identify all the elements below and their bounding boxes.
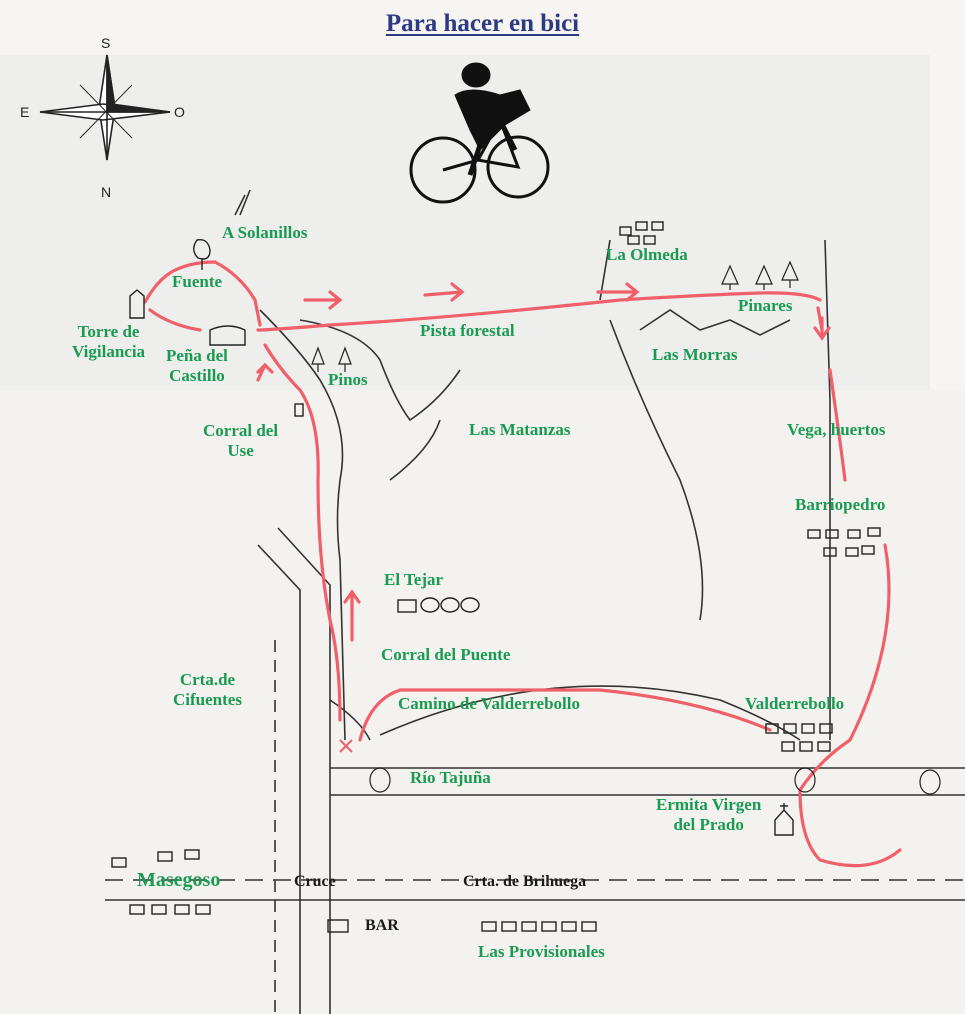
compass-south: S [101,35,111,51]
label-cifuentes-line2: Cifuentes [173,690,242,710]
river-markers [369,767,941,795]
label-las-provisionales: Las Provisionales [478,942,605,961]
scan-shading-lower [0,390,965,1014]
label-crta-cifuentes: Crta.de Cifuentes [173,670,242,711]
label-barriopedro: Barriopedro [795,495,886,514]
label-torre-line1: Torre de [77,322,140,341]
bike-route [143,260,902,868]
label-pinares: Pinares [738,296,793,315]
label-camino-valderrebollo: Camino de Valderrebollo [398,694,580,713]
label-valderrebollo: Valderrebollo [745,694,845,713]
label-las-matanzas: Las Matanzas [469,420,571,439]
label-corral-use-line1: Corral del [203,421,279,440]
label-la-olmeda: La Olmeda [606,245,688,264]
compass-north: N [101,184,112,200]
label-pista-forestal: Pista forestal [420,321,515,340]
label-ermita-virgen-prado: Ermita Virgen del Prado [656,795,761,836]
label-crta-brihuega: Crta. de Brihuega [463,873,587,890]
compass-rose-icon [39,54,171,161]
cross-marker-icon [339,739,353,753]
cyclist-icon [409,62,550,204]
tree-icons [311,260,799,372]
label-pinos: Pinos [328,370,368,389]
label-pena-castillo: Peña del Castillo [166,346,228,387]
label-vega-huertos: Vega, huertos [787,420,886,439]
label-bar: BAR [365,917,399,934]
label-corral-puente: Corral del Puente [381,645,511,664]
label-solanillos: A Solanillos [222,223,308,242]
label-el-tejar: El Tejar [384,570,444,589]
label-pena-line2: Castillo [169,366,225,386]
compass-west: O [174,104,185,120]
label-ermita-line2: del Prado [673,815,744,835]
label-torre-line2: Vigilancia [72,342,146,362]
label-fuente: Fuente [172,272,223,291]
label-masegoso: Masegoso [137,869,221,891]
label-torre-vigilancia: Torre de Vigilancia [72,322,145,363]
label-ermita-line1: Ermita Virgen [656,795,762,814]
page-title: Para hacer en bici [385,10,580,37]
buildings [111,221,881,933]
label-corral-use: Corral del Use [203,421,278,462]
label-rio-tajuna: Río Tajuña [410,768,491,787]
label-pena-line1: Peña del [166,346,228,365]
roads [105,189,965,1014]
compass-east: E [20,104,30,120]
label-cifuentes-line1: Crta.de [179,670,236,689]
label-las-morras: Las Morras [652,345,738,364]
label-corral-use-line2: Use [227,441,254,461]
label-cruce: Cruce [294,873,336,890]
